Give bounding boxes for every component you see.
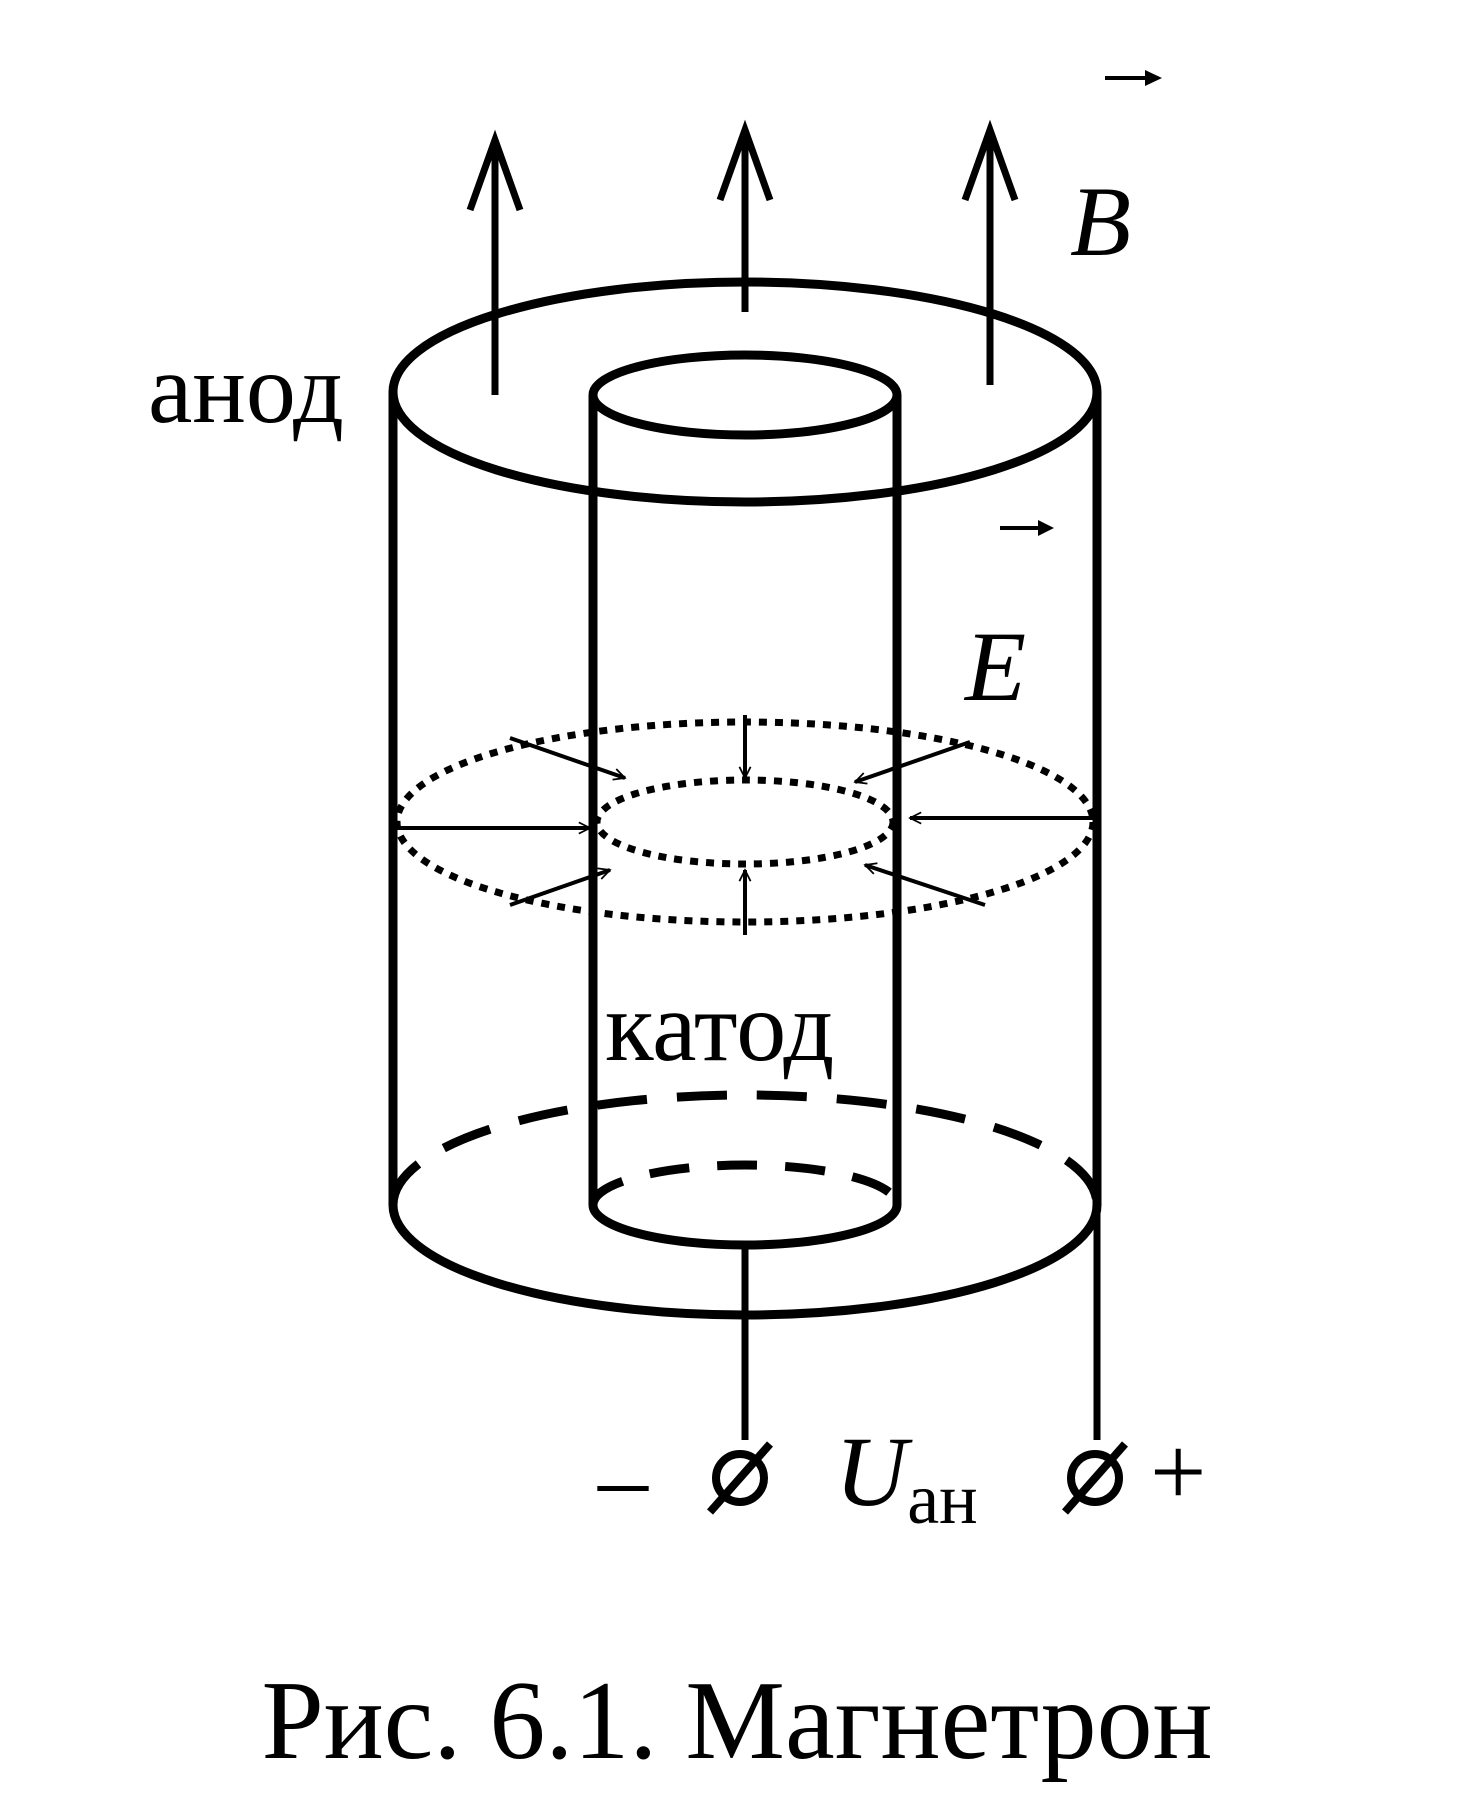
terminal-circle-icon: [707, 1441, 773, 1515]
cathode-bottom-front: [588, 1204, 902, 1250]
cathode-top-ellipse: [588, 350, 902, 440]
arrow-up-icon: [466, 129, 524, 395]
plus-terminal-label: +: [1150, 1416, 1206, 1527]
anode-bottom-back: [388, 1090, 1102, 1206]
voltage-label: Uан: [835, 1416, 978, 1539]
vector-arrow-icon: [1000, 520, 1054, 536]
radial-field-arrows: [395, 715, 1095, 935]
arrow-up-icon: [961, 119, 1019, 385]
terminal-wires: [741, 1205, 1101, 1440]
inner-dotted-ellipse: [593, 776, 897, 868]
minus-terminal-label: –: [597, 1423, 649, 1534]
anode-top-ellipse: [388, 277, 1102, 507]
anode-label: анод: [148, 333, 344, 444]
field-e-label: E: [963, 611, 1026, 722]
figure-caption: Рис. 6.1. Магнетрон: [261, 1659, 1212, 1783]
voltage-symbol: U: [835, 1416, 913, 1527]
cathode-label: катод: [605, 971, 834, 1082]
voltage-subscript: ан: [907, 1459, 978, 1539]
field-b-label: B: [1070, 166, 1131, 277]
terminal-circle-icon: [1062, 1441, 1128, 1515]
cathode-cylinder: [588, 350, 902, 1250]
vector-arrow-icon: [1105, 70, 1162, 86]
cathode-bottom-back: [588, 1160, 902, 1206]
